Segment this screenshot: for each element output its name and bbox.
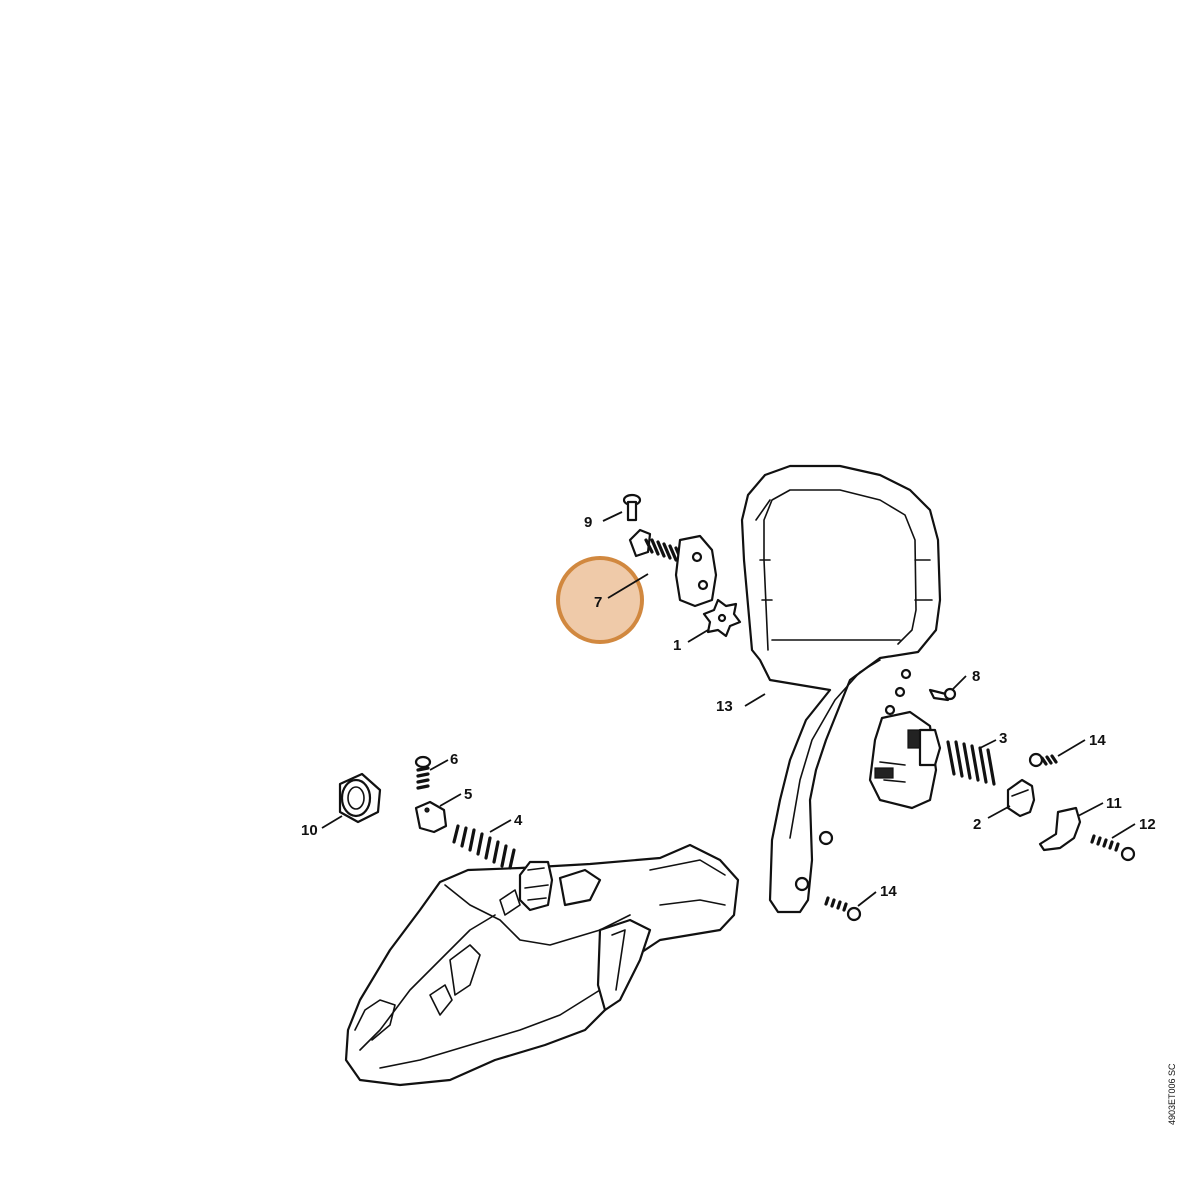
handlebar-part (740, 464, 942, 914)
part-2-washer (1006, 778, 1036, 818)
part-10-cap (338, 772, 382, 824)
callouts: 7 9 1 13 8 3 14 2 11 12 14 6 5 4 10 (301, 514, 1156, 900)
callout-14-right[interactable]: 14 (1089, 732, 1106, 749)
part-4-spring (452, 824, 516, 870)
part-7-spring-mount (628, 528, 718, 608)
highlight-circle[interactable] (556, 556, 644, 644)
callout-4[interactable]: 4 (514, 812, 523, 829)
part-14-screw-right (1028, 752, 1058, 768)
callout-1[interactable]: 1 (673, 637, 681, 654)
part-6-screw (414, 755, 432, 790)
callout-14-bottom[interactable]: 14 (880, 883, 897, 900)
callout-6[interactable]: 6 (450, 751, 458, 768)
callout-2[interactable]: 2 (973, 816, 981, 833)
part-9-screw (622, 493, 642, 522)
part-5-fitting (414, 800, 448, 834)
callout-5[interactable]: 5 (464, 786, 472, 803)
part-14-screw-bottom (824, 896, 862, 922)
part-11-lever (1038, 806, 1082, 852)
callout-13[interactable]: 13 (716, 698, 733, 715)
part-12-screw (1090, 834, 1136, 862)
callout-7[interactable]: 7 (594, 594, 602, 611)
callout-8[interactable]: 8 (972, 668, 980, 685)
reference-code: 4903ET006 SC (1167, 1063, 1177, 1125)
housing-part (344, 843, 740, 1087)
callout-9[interactable]: 9 (584, 514, 592, 531)
part-1-star-washer (702, 598, 742, 638)
part-3-spring (918, 728, 996, 786)
leader-lines (321, 511, 1136, 907)
part-8-screw (928, 687, 957, 702)
callout-10[interactable]: 10 (301, 822, 318, 839)
callout-3[interactable]: 3 (999, 730, 1007, 747)
callout-12[interactable]: 12 (1139, 816, 1156, 833)
callout-11[interactable]: 11 (1106, 795, 1122, 812)
